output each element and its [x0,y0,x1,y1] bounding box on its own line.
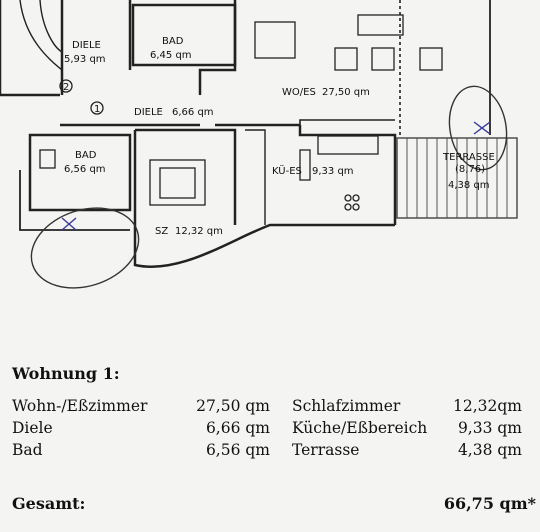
room-area-sz: 12,32 qm [175,226,223,237]
room-area-kue-es: 9,33 qm [312,166,354,177]
apartment-title: Wohnung 1: [12,364,120,383]
row-2-right-label: Küche/Eßbereich [292,419,428,437]
room-name-sz: SZ [155,226,168,237]
marker-2 [59,79,73,93]
room-name-diele-1: DIELE [72,40,101,51]
room-area-diele-2: 6,66 qm [172,107,214,118]
room-name-bad-1: BAD [162,36,184,47]
row-1-right-value: 12,32qm [453,397,522,415]
row-2-left-label: Diele [12,419,53,437]
row-2-right-value: 9,33 qm [457,419,522,437]
room-area-wo-es: 27,50 qm [322,87,370,98]
marker-1 [90,101,104,115]
room-name-diele-2: DIELE [134,107,163,118]
row-1-left-label: Wohn-/Eßzimmer [12,397,148,415]
room-name-wo-es: WO/ES [282,87,316,98]
room-note-terrasse: (8,76) [455,164,485,175]
row-3-right-label: Terrasse [292,441,360,459]
room-area-bad-2: 6,56 qm [64,164,106,175]
row-1-left-value: 27,50 qm [196,397,270,415]
floor-plan: 2 1 DIELE 5,93 qm BAD 6,45 qm WO/ES 27,5… [0,0,518,289]
total-label: Gesamt: [12,494,86,513]
row-3-left-label: Bad [12,441,43,459]
marker-2-label: 2 [63,82,69,93]
room-name-kue-es: KÜ-ES [272,164,302,177]
room-area-diele-1: 5,93 qm [64,54,106,65]
total-value: 66,75 qm* [443,494,536,513]
room-name-bad-2: BAD [75,150,97,161]
room-area-terrasse: 4,38 qm [448,180,490,191]
room-area-bad-1: 6,45 qm [150,50,192,61]
row-3-left-value: 6,56 qm [205,441,270,459]
row-3-right-value: 4,38 qm [457,441,522,459]
row-1-right-label: Schlafzimmer [292,397,401,415]
row-2-left-value: 6,66 qm [205,419,270,437]
marker-1-label: 1 [94,104,100,115]
room-name-terrasse: TERRASSE [442,152,495,163]
